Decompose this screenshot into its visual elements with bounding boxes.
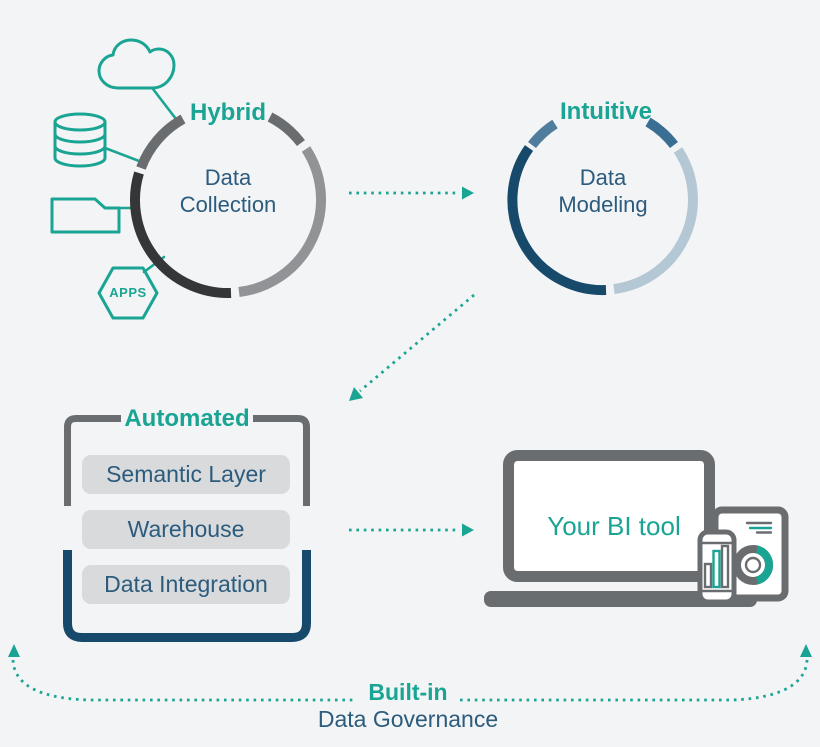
folder-icon [50,197,121,234]
arrow-stack-to-bi [349,523,474,537]
layer-box-semantic-layer: Semantic Layer [82,455,290,494]
layer-label: Warehouse [127,516,245,542]
arrowhead-up-icon [8,644,20,657]
bi-tool-label: Your BI tool [547,511,681,541]
cloud-icon [97,38,176,90]
arrowhead-right-icon [462,523,474,537]
modeling-tag-label: Intuitive [559,98,652,125]
bar-chart-icon [703,544,730,589]
collection-tag-label: Hybrid [189,99,266,126]
collection-title-line2: Collection [179,192,277,217]
governance-arc-right [460,644,812,702]
layer-label: Data Integration [104,571,268,597]
governance-tag-label: Built-in [368,679,448,705]
collection-title-line1: Data [204,165,252,190]
arrowhead-up-icon [800,644,812,657]
database-connector-line [103,146,141,163]
governance-label: Data Governance [317,706,499,732]
apps-hexagon-icon [97,266,159,320]
arrowhead-right-icon [462,186,474,200]
donut-chart-icon [733,545,774,585]
stack-bracket-top [64,415,310,506]
data-collection-ring [130,112,326,299]
governance-arc-left [8,644,356,702]
cloud-connector-line [151,87,178,121]
modeling-title-line2: Modeling [558,192,648,217]
arrow-collection-to-modeling [349,186,474,200]
layer-box-data-integration: Data Integration [82,565,290,604]
arrow-modeling-to-stack [349,293,475,401]
laptop-icon [484,450,757,607]
data-modeling-ring [507,117,698,296]
apps-label: APPS [109,285,147,300]
database-icon [53,112,107,168]
layer-box-warehouse: Warehouse [82,510,290,549]
arrowhead-downleft-icon [349,387,363,401]
stack-tag-label: Automated [124,405,250,432]
modeling-title-line1: Data [579,165,627,190]
stack-bracket-bottom [63,550,311,642]
layer-label: Semantic Layer [106,461,266,487]
